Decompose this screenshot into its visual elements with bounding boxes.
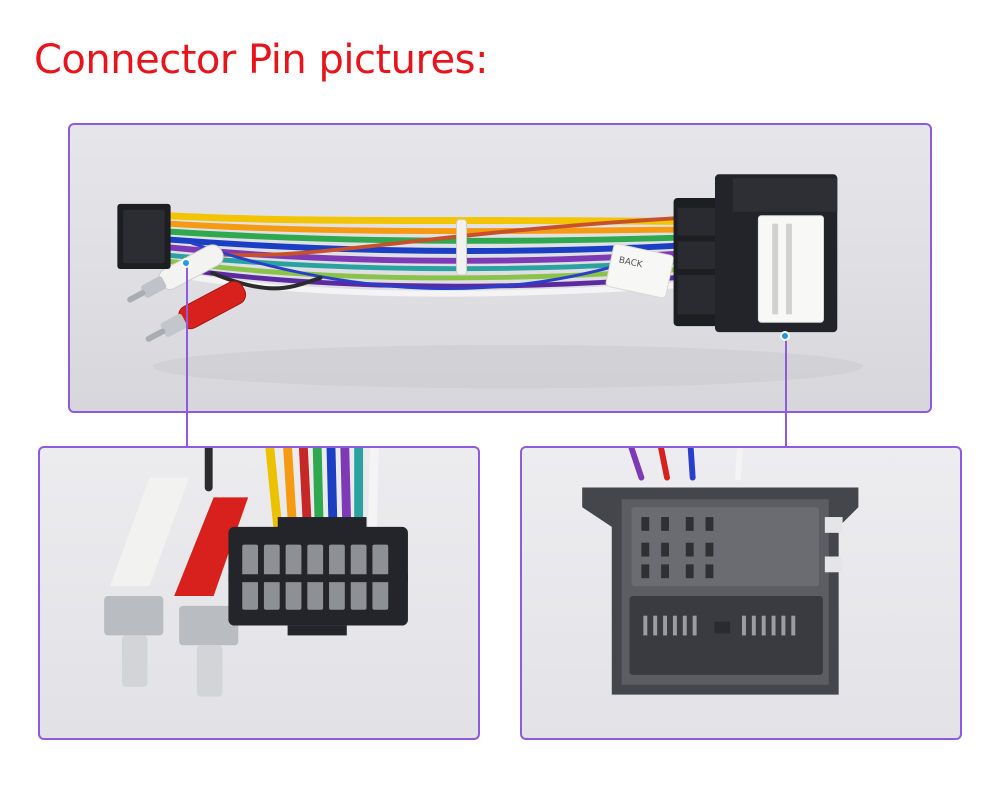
callout-line-left bbox=[186, 263, 188, 446]
harness-photo: BACK bbox=[68, 123, 932, 413]
callout-dot-left bbox=[181, 258, 191, 268]
car-connector-closeup-photo bbox=[520, 446, 962, 740]
callout-line-right bbox=[785, 336, 787, 446]
back-sticker-label: BACK bbox=[618, 256, 644, 271]
harness-illustration: BACK bbox=[117, 174, 863, 389]
iso-plug-illustration bbox=[104, 448, 408, 697]
page-title: Connector Pin pictures: bbox=[34, 37, 488, 83]
car-connector-illustration bbox=[582, 448, 859, 695]
callout-dot-right bbox=[780, 331, 790, 341]
iso-plug-closeup-photo bbox=[38, 446, 480, 740]
